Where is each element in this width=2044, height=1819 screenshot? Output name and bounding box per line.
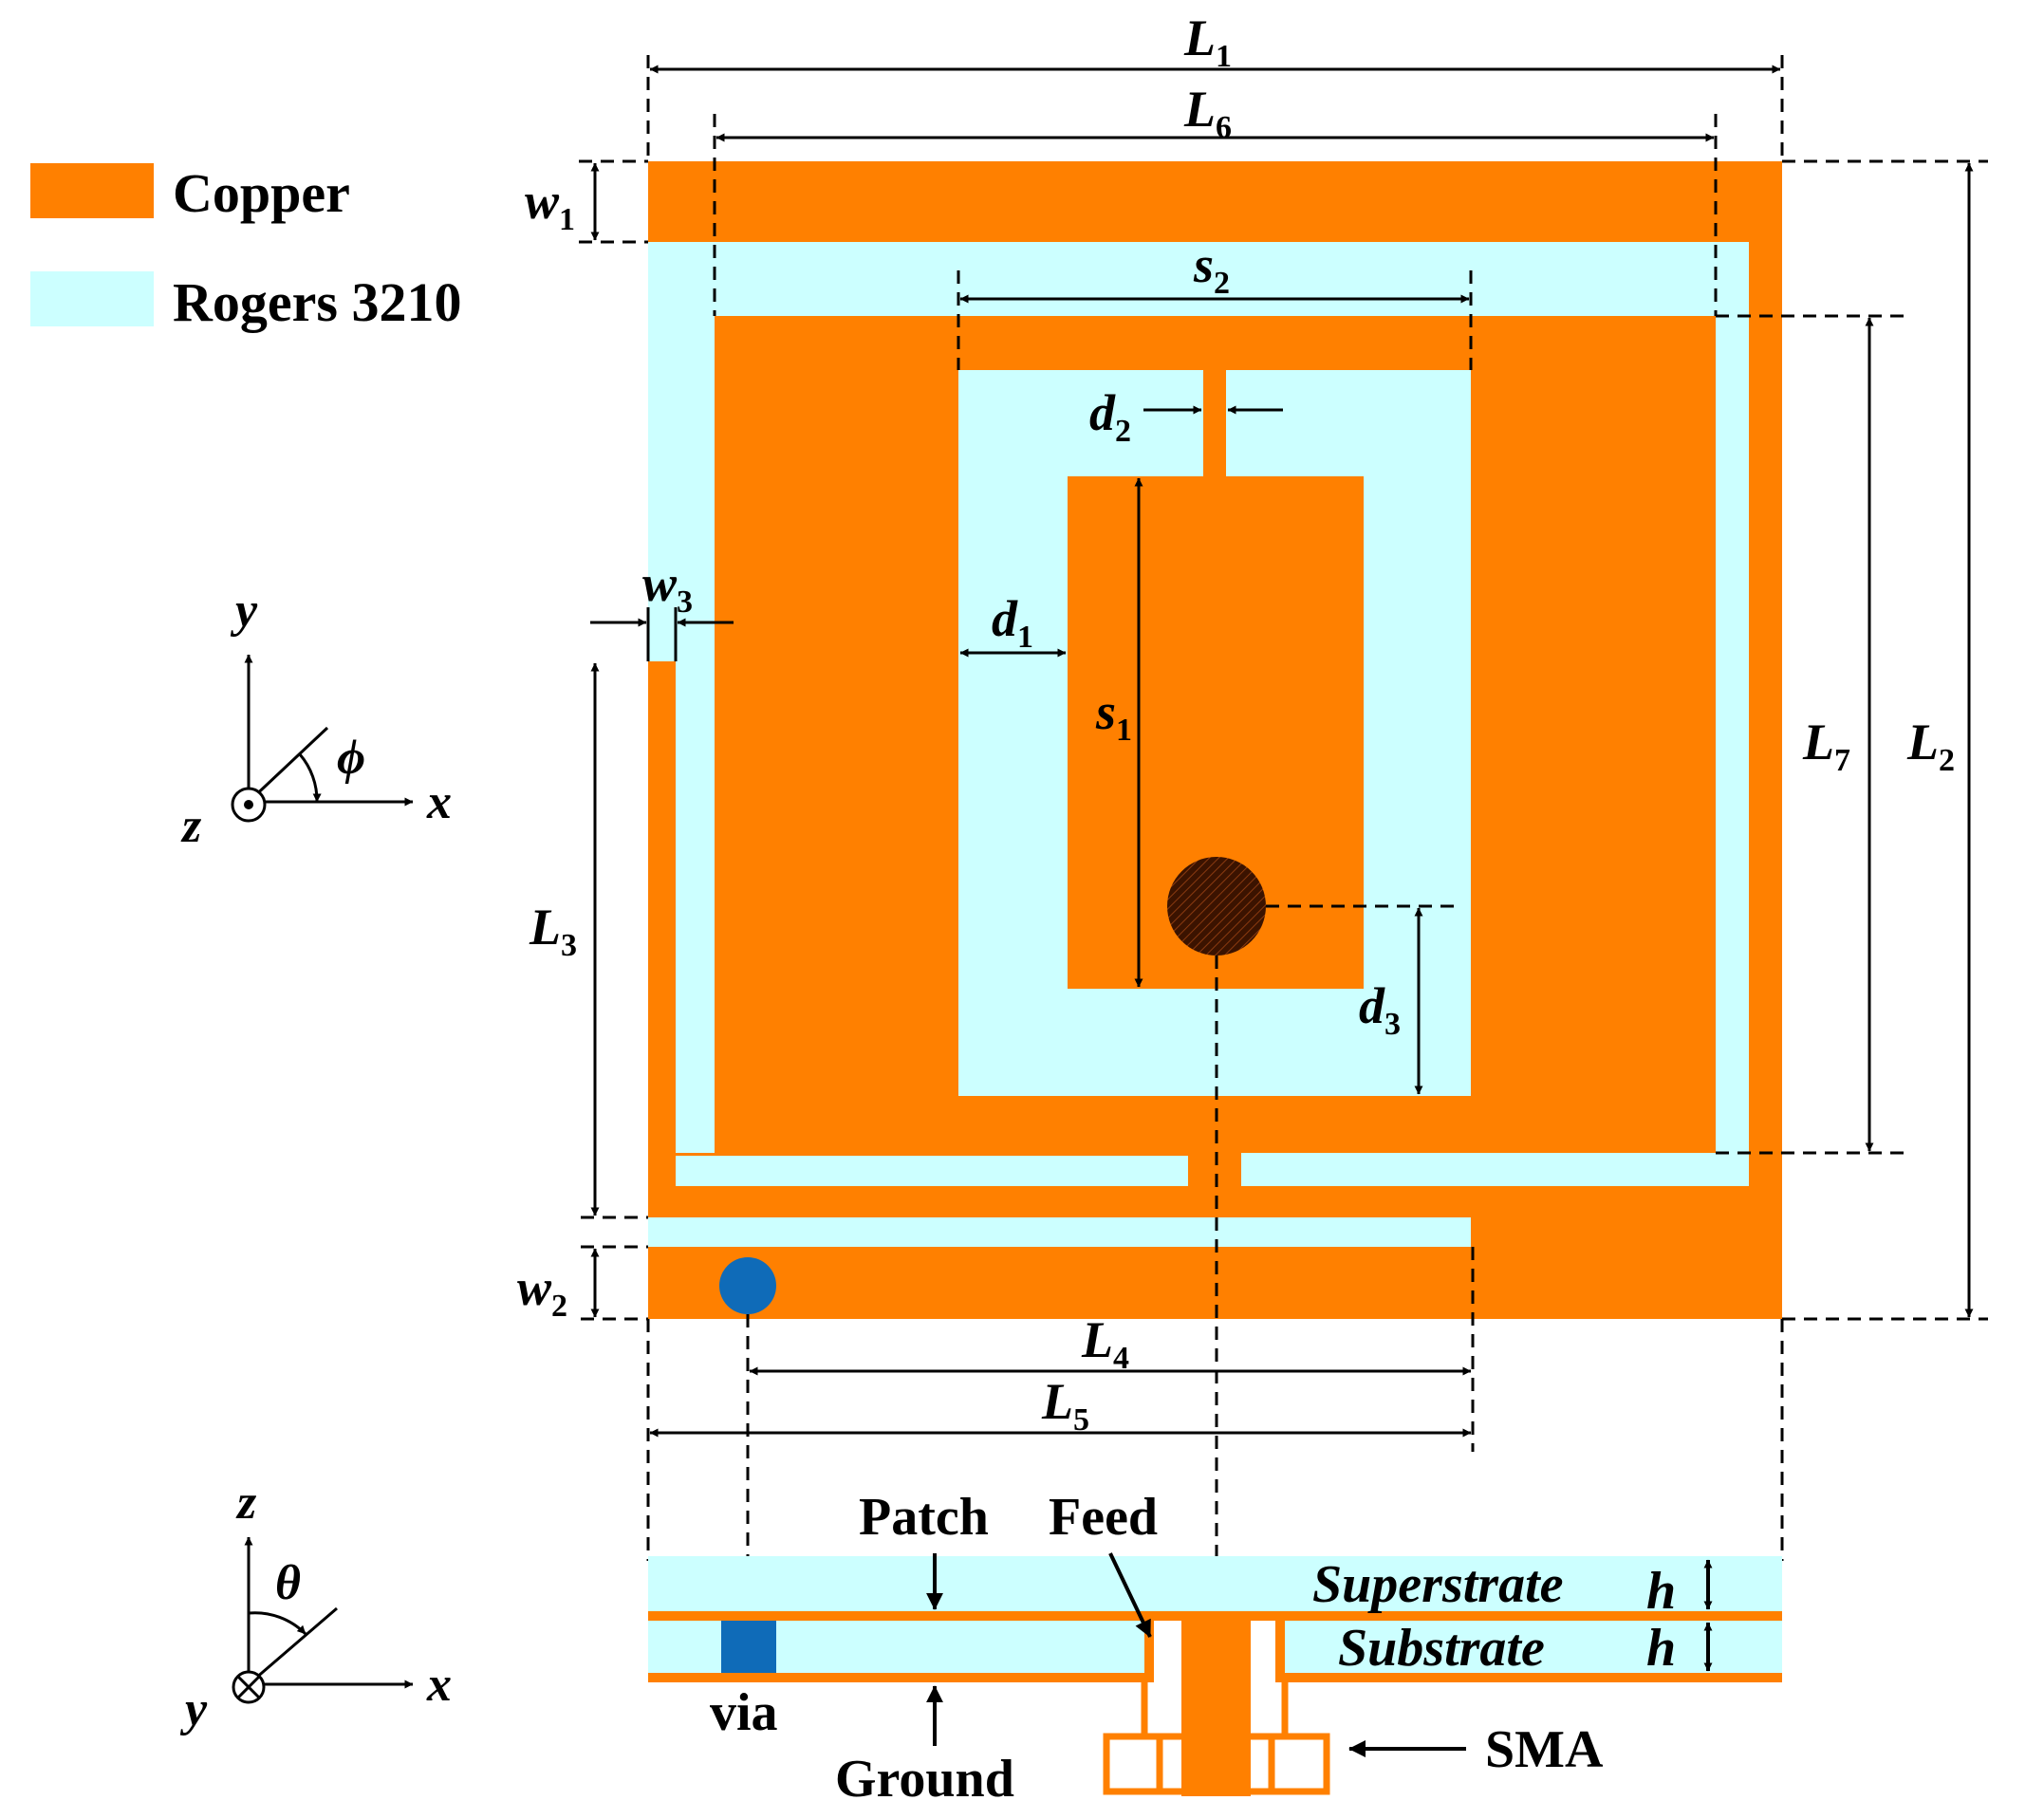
side-view-labels: Patch Feed Superstrate Substrate h h via… <box>710 1488 1676 1809</box>
label-L2: L2 <box>1906 714 1955 778</box>
feed-clearance-left <box>1144 1621 1154 1682</box>
center-slot-connector <box>1188 1153 1241 1217</box>
label-sma: SMA <box>1485 1720 1604 1779</box>
label-L5: L5 <box>1041 1373 1089 1438</box>
bottom-gap-left-fill <box>676 1156 1188 1186</box>
via-block <box>721 1621 776 1673</box>
label-s2: s2 <box>1193 236 1230 301</box>
angle-phi: ϕ <box>337 731 365 785</box>
legend-substrate-swatch <box>30 271 154 326</box>
top-view-patch <box>648 161 1782 1319</box>
dimension-labels: L1 L6 w1 s2 d2 w3 d1 s1 L7 L2 L3 d3 w2 L… <box>517 9 1955 1438</box>
axis-y-top: y <box>230 584 258 638</box>
label-w3: w3 <box>642 555 693 620</box>
label-L1: L1 <box>1183 9 1232 74</box>
superstrate-layer <box>648 1556 1782 1611</box>
legend: Copper Rogers 3210 <box>30 162 461 333</box>
label-s1: s1 <box>1095 683 1132 748</box>
axis-z-top: z <box>180 799 202 853</box>
coord-system-top <box>231 654 414 823</box>
axis-z-bottom: z <box>235 1476 257 1530</box>
label-d3: d3 <box>1359 977 1401 1042</box>
label-L4: L4 <box>1081 1311 1129 1376</box>
label-w2: w2 <box>517 1259 567 1324</box>
label-patch: Patch <box>859 1488 989 1547</box>
label-ground: Ground <box>835 1750 1014 1809</box>
axis-y-bottom: y <box>179 1682 208 1736</box>
axis-x-top: x <box>426 775 452 829</box>
guide-lines <box>579 55 1988 1618</box>
label-substrate: Substrate <box>1338 1619 1545 1678</box>
label-L7: L7 <box>1802 714 1850 778</box>
coord-labels-top: y x z ϕ <box>180 584 452 853</box>
angle-theta: θ <box>275 1556 301 1610</box>
coord-labels-bottom: z x y θ <box>179 1476 452 1736</box>
sma-connector <box>1103 1682 1330 1795</box>
dimension-arrows <box>590 65 1974 1438</box>
label-d2: d2 <box>1089 384 1131 449</box>
bottom-slot <box>648 1217 1471 1247</box>
stub-line <box>1203 370 1226 476</box>
side-view-arrows <box>926 1552 1713 1757</box>
label-feed: Feed <box>1049 1488 1158 1547</box>
feed-point <box>1167 857 1266 956</box>
label-d1: d1 <box>992 590 1033 655</box>
side-view: Patch Feed Superstrate Substrate h h via… <box>648 1488 1782 1809</box>
label-h-top: h <box>1646 1562 1676 1621</box>
label-L3: L3 <box>529 899 577 963</box>
bottom-gap-right-fill <box>1241 1156 1749 1186</box>
legend-substrate-label: Rogers 3210 <box>173 271 461 333</box>
feedline-strip <box>648 1247 1471 1319</box>
via-point <box>719 1257 776 1314</box>
label-h-bottom: h <box>1646 1619 1676 1678</box>
label-superstrate: Superstrate <box>1312 1555 1564 1614</box>
label-via: via <box>710 1683 778 1742</box>
left-strip <box>648 661 676 1207</box>
coord-system-bottom <box>232 1536 414 1704</box>
legend-copper-label: Copper <box>173 162 350 224</box>
axis-x-bottom: x <box>426 1658 452 1712</box>
label-L6: L6 <box>1183 81 1232 145</box>
feed-pin <box>1181 1611 1251 1796</box>
label-w1: w1 <box>525 173 575 237</box>
legend-copper-swatch <box>30 163 154 218</box>
feed-clearance-right <box>1275 1621 1285 1682</box>
